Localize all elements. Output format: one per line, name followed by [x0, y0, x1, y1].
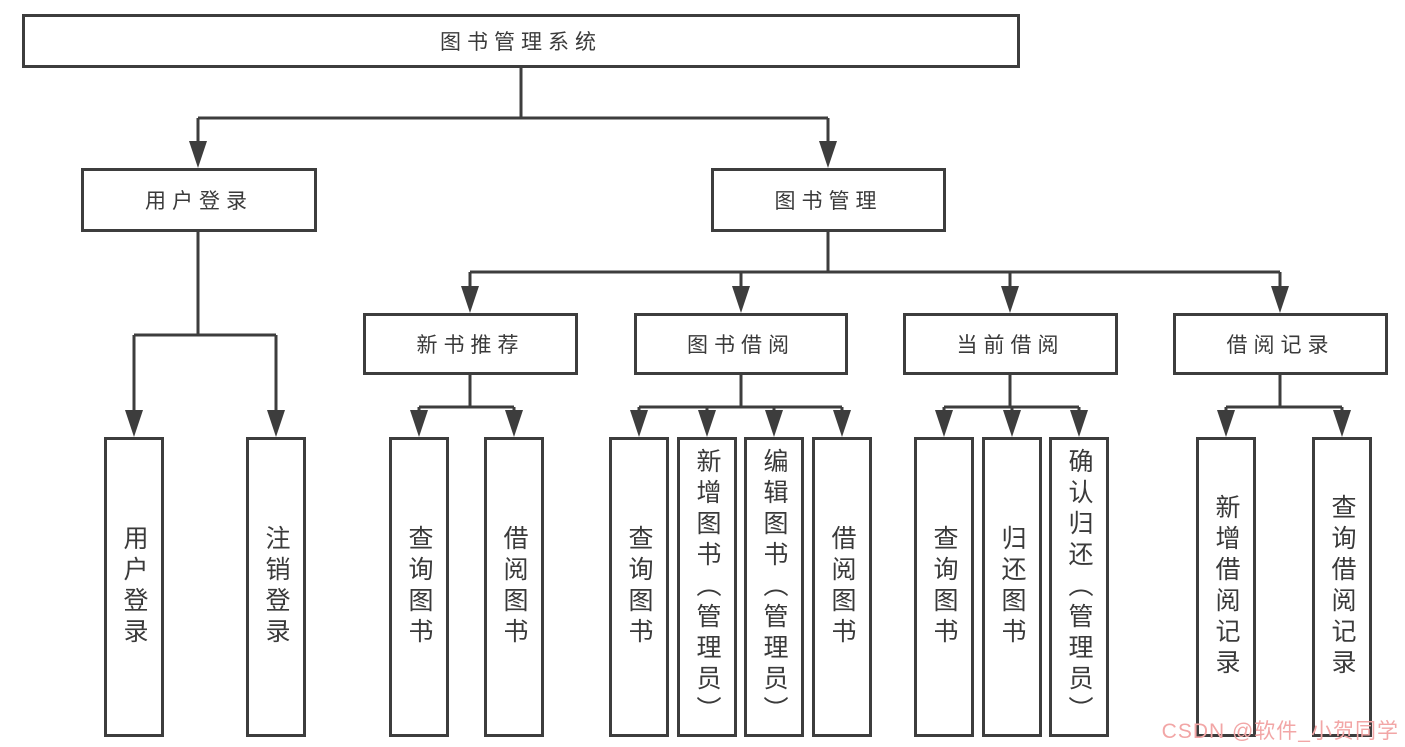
arrow-down-icon	[1333, 410, 1351, 437]
connector-current-borrowing-children	[935, 375, 1088, 437]
connector-book-management-children	[461, 232, 1289, 313]
leaf-query-books-3: 查询图书	[914, 437, 974, 737]
leaf-query-books-1: 查询图书	[389, 437, 449, 737]
node-borrowing-records: 借阅记录	[1173, 313, 1388, 375]
connector-book-borrowing-children	[630, 375, 851, 437]
leaf-add-books-admin: 新增图书（管理员）	[677, 437, 737, 737]
arrow-down-icon	[698, 410, 716, 437]
arrow-down-icon	[935, 410, 953, 437]
arrow-down-icon	[833, 410, 851, 437]
leaf-borrow-books-2: 借阅图书	[812, 437, 872, 737]
arrow-down-icon	[1003, 410, 1021, 437]
node-user-login: 用户登录	[81, 168, 317, 232]
arrow-down-icon	[765, 410, 783, 437]
node-current-borrowing: 当前借阅	[903, 313, 1118, 375]
leaf-query-books-2: 查询图书	[609, 437, 669, 737]
arrow-down-icon	[732, 286, 750, 313]
arrow-down-icon	[819, 141, 837, 168]
arrow-down-icon	[1001, 286, 1019, 313]
leaf-borrow-books-1: 借阅图书	[484, 437, 544, 737]
leaf-return-books: 归还图书	[982, 437, 1042, 737]
leaf-add-borrow-record: 新增借阅记录	[1196, 437, 1256, 737]
node-book-borrowing: 图书借阅	[634, 313, 848, 375]
arrow-down-icon	[1271, 286, 1289, 313]
connector-root-to-level2	[189, 68, 837, 168]
arrow-down-icon	[410, 410, 428, 437]
arrow-down-icon	[1070, 410, 1088, 437]
arrow-down-icon	[461, 286, 479, 313]
leaf-query-borrow-record: 查询借阅记录	[1312, 437, 1372, 737]
arrow-down-icon	[267, 410, 285, 437]
arrow-down-icon	[630, 410, 648, 437]
arrow-down-icon	[505, 410, 523, 437]
leaf-confirm-return-admin: 确认归还（管理员）	[1049, 437, 1109, 737]
node-library-management-system: 图书管理系统	[22, 14, 1020, 68]
node-new-book-recommend: 新书推荐	[363, 313, 578, 375]
node-book-management: 图书管理	[711, 168, 946, 232]
connector-borrowing-records-children	[1217, 375, 1351, 437]
leaf-user-login: 用户登录	[104, 437, 164, 737]
leaf-logout: 注销登录	[246, 437, 306, 737]
arrow-down-icon	[125, 410, 143, 437]
arrow-down-icon	[189, 141, 207, 168]
connector-new-book-recommend-children	[410, 375, 523, 437]
csdn-watermark: CSDN @软件_小贺同学	[1161, 720, 1399, 743]
arrow-down-icon	[1217, 410, 1235, 437]
leaf-edit-books-admin: 编辑图书（管理员）	[744, 437, 804, 737]
connector-user-login-children	[125, 232, 285, 437]
